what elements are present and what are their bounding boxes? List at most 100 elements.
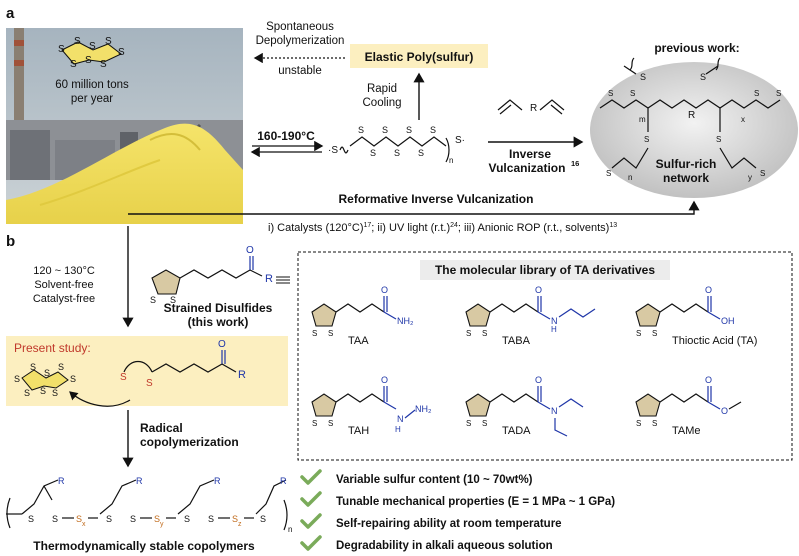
check-icon <box>300 535 322 551</box>
feature-item: Variable sulfur content (10 ~ 70wt%) <box>300 469 533 486</box>
feature-text: Self-repairing ability at room temperatu… <box>336 518 562 530</box>
panel-a-label: a <box>6 5 15 22</box>
svg-text:S: S <box>370 148 376 158</box>
sulfur-amount-line2: per year <box>71 93 113 105</box>
network-sub-y: y <box>748 173 752 182</box>
this-work-label: (this work) <box>188 315 249 329</box>
attack-arrow <box>69 391 131 407</box>
network-sub-m: m <box>639 115 646 124</box>
svg-text:S: S <box>184 514 190 524</box>
conditions-label: i) Catalysts (120°C)17; ii) UV light (r.… <box>268 222 617 234</box>
svg-text:S: S <box>260 514 266 524</box>
temp-label: 120 ~ 130°C <box>33 265 95 277</box>
network-label: Sulfur-rich <box>656 157 717 171</box>
svg-text:S: S <box>636 329 641 338</box>
derivative-name: Thioctic Acid (TA) <box>672 335 757 347</box>
svg-text:O: O <box>721 406 728 416</box>
svg-text:O: O <box>535 285 542 295</box>
feature-text: Variable sulfur content (10 ~ 70wt%) <box>336 474 533 486</box>
s8-atom: S <box>100 59 107 70</box>
rapid-label: Rapid <box>367 83 397 95</box>
svg-text:S: S <box>608 89 613 98</box>
svg-text:S: S <box>652 329 657 338</box>
svg-text:S: S <box>312 419 317 428</box>
svg-text:S: S <box>76 514 82 524</box>
derivative-name: TADA <box>502 425 531 437</box>
s8-atom: S <box>70 59 77 70</box>
svg-text:S: S <box>406 125 412 135</box>
feature-text: Degradability in alkali aqueous solution <box>336 540 553 552</box>
svg-text:S: S <box>652 419 657 428</box>
reformative-label: Reformative Inverse Vulcanization <box>339 192 534 206</box>
feature-item: Degradability in alkali aqueous solution <box>300 535 553 552</box>
svg-text:S: S <box>382 125 388 135</box>
s8-atom: S <box>58 44 65 55</box>
svg-text:N: N <box>551 316 558 326</box>
derivative-name: TAA <box>348 335 369 347</box>
svg-text:S: S <box>40 386 46 396</box>
derivative-3: S S O OH Thioctic Acid (TA) <box>635 285 757 347</box>
svg-text:S: S <box>150 295 156 305</box>
s8-atom: S <box>89 41 96 52</box>
derivative-name: TABA <box>502 335 531 347</box>
s8-atom: S <box>105 36 112 47</box>
sulfur-amount: 60 million tons <box>55 79 129 91</box>
svg-text:H: H <box>395 425 401 434</box>
svg-text:NH₂: NH₂ <box>415 404 432 414</box>
panel-b-label: b <box>6 233 15 250</box>
svg-text:n: n <box>288 525 292 534</box>
svg-text:R: R <box>688 110 695 121</box>
library-title-box <box>420 260 670 280</box>
polysulfur-chain: ·S S S S S S S S n S· <box>328 125 465 165</box>
unstable-label: unstable <box>278 65 321 77</box>
ring-opened-radical: S S O R <box>120 339 246 389</box>
svg-text:S: S <box>208 514 214 524</box>
svg-text:S: S <box>328 329 333 338</box>
svg-text:O: O <box>705 285 712 295</box>
svg-text:OH: OH <box>721 316 735 326</box>
strained-disulfide-molecule: S S O R <box>150 245 290 305</box>
network-sub-x: x <box>741 115 745 124</box>
svg-text:S: S <box>106 514 112 524</box>
elastic-polysulfur-label: Elastic Poly(sulfur) <box>365 50 474 64</box>
svg-text:S: S <box>640 72 646 82</box>
copolymer-sub-z: z <box>238 521 242 528</box>
features-list: Variable sulfur content (10 ~ 70wt%)Tuna… <box>300 469 615 552</box>
solvent-free-label: Solvent-free <box>34 279 93 291</box>
network-sub-n: n <box>628 173 632 182</box>
copolymer-sub-x: x <box>82 521 86 528</box>
inverse-label: Inverse <box>509 147 551 161</box>
svg-text:S: S <box>754 89 759 98</box>
svg-text:O: O <box>381 285 388 295</box>
svg-text:S: S <box>120 372 127 383</box>
svg-text:S: S <box>312 329 317 338</box>
network-label-line2: network <box>663 171 709 185</box>
svg-text:S: S <box>394 148 400 158</box>
svg-text:S: S <box>154 514 160 524</box>
feature-item: Self-repairing ability at room temperatu… <box>300 513 562 530</box>
crosslinker-r: R <box>530 103 537 114</box>
r-group: R <box>265 273 273 285</box>
svg-text:NH₂: NH₂ <box>397 316 414 326</box>
svg-text:S: S <box>52 388 58 398</box>
molecular-library-box <box>297 251 793 461</box>
svg-text:R: R <box>136 476 143 486</box>
svg-text:H: H <box>551 325 557 334</box>
s8-ring-small: S S S S S S S S <box>14 362 76 398</box>
svg-text:R: R <box>58 476 65 486</box>
svg-text:S: S <box>328 419 333 428</box>
svg-text:S: S <box>232 514 238 524</box>
svg-text:N: N <box>397 414 404 424</box>
elastic-polysulfur-box <box>350 44 488 68</box>
svg-text:S·: S· <box>455 135 465 146</box>
network-structure: S S S S S S m x R S S S S n y <box>599 57 781 182</box>
svg-text:R: R <box>280 476 287 486</box>
catalyst-free-label: Catalyst-free <box>33 293 95 305</box>
previous-work-label: previous work: <box>654 41 739 55</box>
svg-text:S: S <box>606 169 611 178</box>
svg-text:S: S <box>644 135 649 144</box>
